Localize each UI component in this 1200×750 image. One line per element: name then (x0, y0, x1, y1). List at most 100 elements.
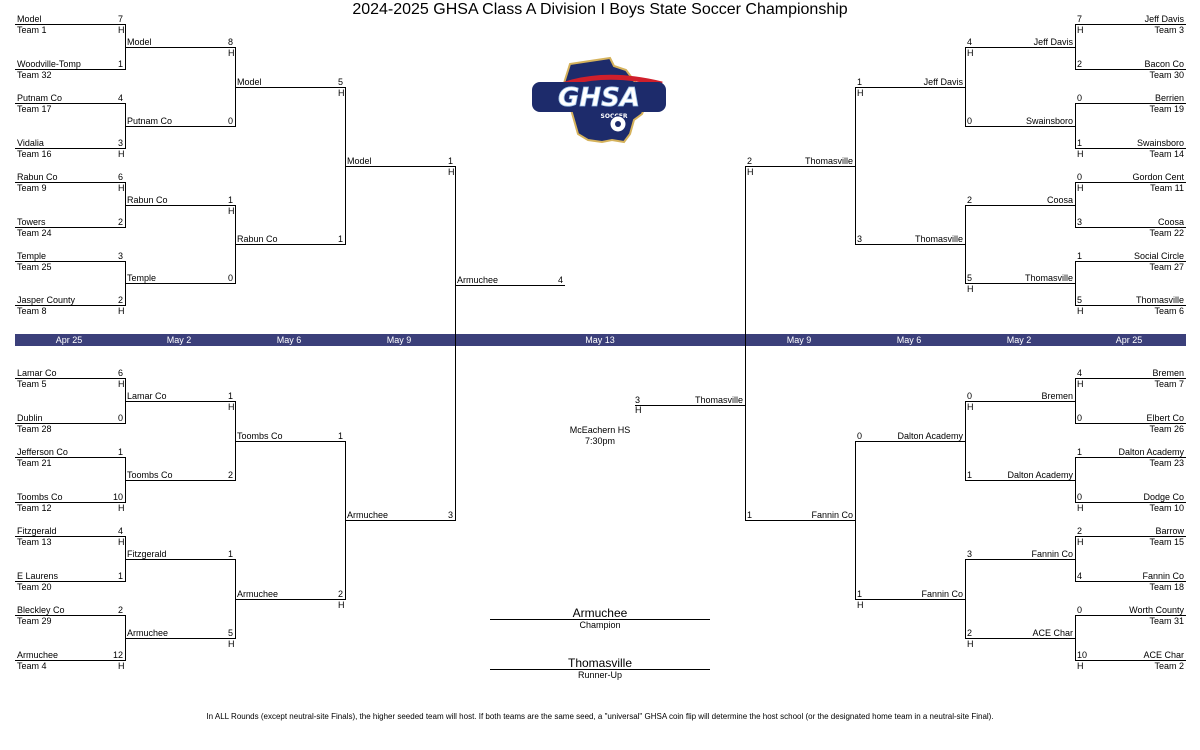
round-date-6: May 6 (896, 335, 922, 345)
right-r1-line (1075, 660, 1186, 661)
right-r3-host-mark: H (857, 88, 864, 98)
right-r1-team-name: Coosa (1157, 217, 1184, 227)
left-r1-host-mark: H (118, 306, 125, 316)
right-r1-team-name: Social Circle (1133, 251, 1184, 261)
right-r1-line (1075, 457, 1186, 458)
right-r1-connector (1075, 536, 1076, 582)
left-r2-host-mark: H (228, 639, 235, 649)
left-r1-team-name: Rabun Co (17, 172, 58, 182)
right-r3-connector (855, 441, 856, 600)
right-r1-line (1075, 502, 1186, 503)
round-date-2: May 6 (276, 335, 302, 345)
right-r3-score: 1 (857, 77, 863, 87)
round-date-0: Apr 25 (55, 335, 83, 345)
left-r1-seed: Team 5 (17, 379, 47, 389)
left-r1-seed: Team 9 (17, 183, 47, 193)
left-r1-seed: Team 4 (17, 661, 47, 671)
right-r1-score: 0 (1077, 492, 1083, 502)
right-r1-team-name: Elbert Co (1146, 413, 1184, 423)
left-r1-line (15, 305, 125, 306)
right-r2-connector (965, 47, 966, 127)
left-r3-line (235, 244, 345, 245)
right-r4-score: 2 (747, 156, 753, 166)
left-r1-score: 4 (117, 526, 123, 536)
left-r1-line (15, 502, 125, 503)
right-r1-seed: Team 15 (1149, 537, 1184, 547)
left-r2-host-mark: H (228, 402, 235, 412)
left-r3-team-name: Model (237, 77, 262, 87)
right-r3-score: 0 (857, 431, 863, 441)
right-r2-line (965, 638, 1075, 639)
round-date-3: May 9 (386, 335, 412, 345)
right-r1-seed: Team 2 (1154, 661, 1184, 671)
right-r2-team-name: Jeff Davis (1033, 37, 1073, 47)
left-r1-score: 4 (117, 93, 123, 103)
time-label: 7:30pm (584, 436, 616, 446)
right-r2-score: 2 (967, 628, 973, 638)
right-r2-line (965, 559, 1075, 560)
left-r1-seed: Team 20 (17, 582, 52, 592)
right-r3-line (855, 599, 965, 600)
left-r1-score: 6 (117, 172, 123, 182)
right-r2-team-name: Bremen (1041, 391, 1073, 401)
left-r2-team-name: Putnam Co (127, 116, 173, 126)
left-r2-line (125, 47, 235, 48)
left-r1-score: 2 (117, 605, 123, 615)
right-r1-score: 2 (1077, 526, 1083, 536)
left-r1-line (15, 615, 125, 616)
left-r1-seed: Team 28 (17, 424, 52, 434)
left-r2-team-name: Armuchee (127, 628, 169, 638)
left-r2-line (125, 480, 235, 481)
round-date-1: May 2 (166, 335, 192, 345)
right-r4-team-name: Fannin Co (811, 510, 853, 520)
left-r1-seed: Team 13 (17, 537, 52, 547)
right-r1-host-mark: H (1077, 379, 1084, 389)
right-r2-score: 5 (967, 273, 973, 283)
champion-label: Champion (579, 620, 621, 630)
venue-label: McEachern HS (569, 425, 631, 435)
logo-text: GHSA (558, 83, 640, 113)
left-r1-seed: Team 25 (17, 262, 52, 272)
right-r1-team-name: Barrow (1155, 526, 1184, 536)
left-r1-seed: Team 17 (17, 104, 52, 114)
left-r1-seed: Team 12 (17, 503, 52, 513)
left-r2-line (125, 559, 235, 560)
right-r3-team-name: Thomasville (914, 234, 963, 244)
right-r1-seed: Team 10 (1149, 503, 1184, 513)
left-r1-team-name: Putnam Co (17, 93, 63, 103)
right-r1-team-name: Gordon Cent (1132, 172, 1184, 182)
right-r1-seed: Team 6 (1154, 306, 1184, 316)
left-r3-score: 2 (337, 589, 343, 599)
right-r1-score: 3 (1077, 217, 1083, 227)
right-r2-host-mark: H (967, 402, 974, 412)
right-r1-score: 4 (1077, 571, 1083, 581)
left-r1-team-name: Bleckley Co (17, 605, 65, 615)
champion-line (490, 619, 710, 620)
right-r1-seed: Team 18 (1149, 582, 1184, 592)
right-r1-connector (1075, 615, 1076, 661)
right-r2-line (965, 283, 1075, 284)
left-r3-host-mark: H (338, 88, 345, 98)
left-r2-line (125, 401, 235, 402)
right-r1-connector (1075, 103, 1076, 149)
left-r1-seed: Team 29 (17, 616, 52, 626)
left-r3-team-name: Toombs Co (237, 431, 283, 441)
right-r2-score: 3 (967, 549, 973, 559)
right-r1-connector (1075, 457, 1076, 503)
right-r1-team-name: Swainsboro (1136, 138, 1184, 148)
left-r4-team-name: Armuchee (347, 510, 389, 520)
right-final-score: 3 (635, 395, 641, 405)
right-r4-score: 1 (747, 510, 753, 520)
right-r2-team-name: Thomasville (1024, 273, 1073, 283)
left-r1-line (15, 536, 125, 537)
right-r1-score: 5 (1077, 295, 1083, 305)
left-r1-score: 0 (117, 413, 123, 423)
right-r1-line (1075, 378, 1186, 379)
left-r1-team-name: Towers (17, 217, 46, 227)
right-r1-score: 2 (1077, 59, 1083, 69)
left-r1-line (15, 457, 125, 458)
right-r1-connector (1075, 182, 1076, 228)
left-r3-score: 5 (337, 77, 343, 87)
left-r2-team-name: Fitzgerald (127, 549, 167, 559)
right-r1-score: 4 (1077, 368, 1083, 378)
